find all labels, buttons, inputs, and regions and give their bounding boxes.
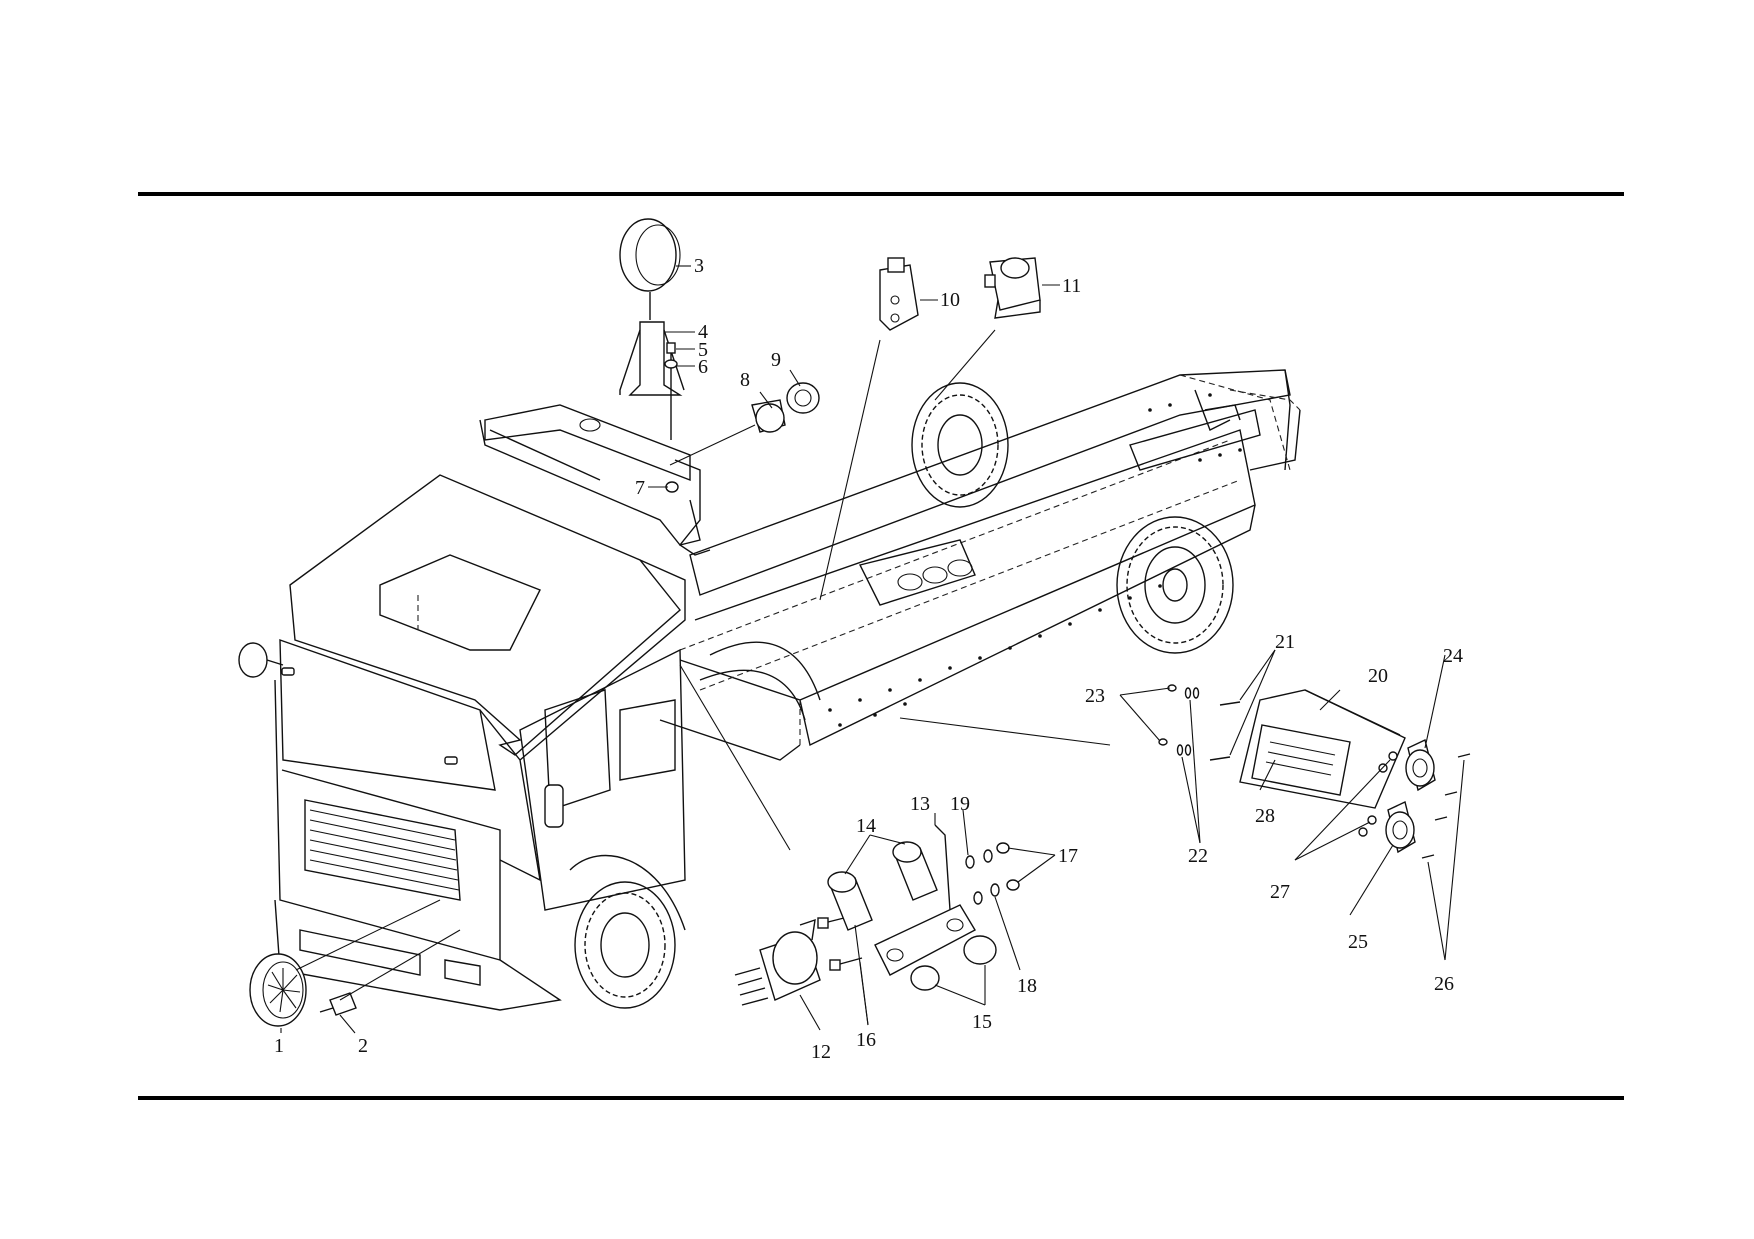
callout-24: 24 (1443, 645, 1463, 667)
callout-14: 14 (856, 815, 876, 837)
callout-21: 21 (1275, 631, 1295, 653)
callout-labels: 1 2 3 4 5 6 7 8 9 10 11 12 13 14 15 16 1… (274, 255, 1463, 1063)
callout-16: 16 (856, 1029, 876, 1051)
part-28-label (1251, 724, 1351, 796)
rear-wheel-upper (911, 382, 1009, 508)
callout-22: 22 (1188, 845, 1208, 867)
part-25-socket (1385, 801, 1416, 854)
callout-17: 17 (1058, 845, 1078, 867)
part-6-washer (664, 359, 678, 369)
callout-3: 3 (694, 255, 704, 277)
part-26-screws (1421, 753, 1471, 859)
chassis-frame (659, 369, 1301, 761)
callout-26: 26 (1434, 973, 1454, 995)
part-8-connector (669, 399, 786, 466)
part-15-nuts (910, 935, 997, 991)
part-3-roof-lamp (619, 218, 681, 320)
truck-cab (238, 474, 686, 1011)
part-2-sensor (319, 992, 357, 1016)
part-17-nuts (996, 842, 1020, 891)
part-24-socket (1405, 739, 1436, 792)
callout-7: 7 (635, 477, 645, 499)
callout-1: 1 (274, 1035, 284, 1057)
callout-18: 18 (1017, 975, 1037, 997)
part-9-connector (786, 382, 820, 414)
part-11-valve (984, 257, 1041, 319)
part-4-lamp-bracket (619, 321, 685, 396)
callout-28: 28 (1255, 805, 1275, 827)
part-19-washers (965, 849, 993, 869)
callout-2: 2 (358, 1035, 368, 1057)
callout-12: 12 (811, 1041, 831, 1063)
part-12-starter (734, 918, 821, 1006)
roof-lamp-bracket (479, 404, 711, 556)
part-10-relay (879, 257, 919, 331)
callout-20: 20 (1368, 665, 1388, 687)
callout-11: 11 (1062, 275, 1081, 297)
part-14-bushings (827, 841, 938, 931)
callout-8: 8 (740, 369, 750, 391)
leader-lines (280, 265, 1465, 1034)
callout-25: 25 (1348, 931, 1368, 953)
callout-6: 6 (698, 356, 708, 378)
callout-5: 5 (698, 339, 708, 361)
callout-15: 15 (972, 1011, 992, 1033)
part-18-lock-washers (973, 883, 1000, 905)
part-21-screws (1209, 701, 1241, 761)
part-23-nuts (1158, 684, 1177, 746)
part-22-washers (1176, 687, 1200, 756)
callout-4: 4 (698, 321, 708, 343)
rear-wheel-lower (1116, 516, 1234, 654)
callout-9: 9 (771, 349, 781, 371)
callout-23: 23 (1085, 685, 1105, 707)
callout-10: 10 (940, 289, 960, 311)
part-1-horn (249, 953, 307, 1027)
callout-13: 13 (910, 793, 930, 815)
part-13-mount-plate (874, 824, 976, 976)
callout-19: 19 (950, 793, 970, 815)
callout-27: 27 (1270, 881, 1290, 903)
